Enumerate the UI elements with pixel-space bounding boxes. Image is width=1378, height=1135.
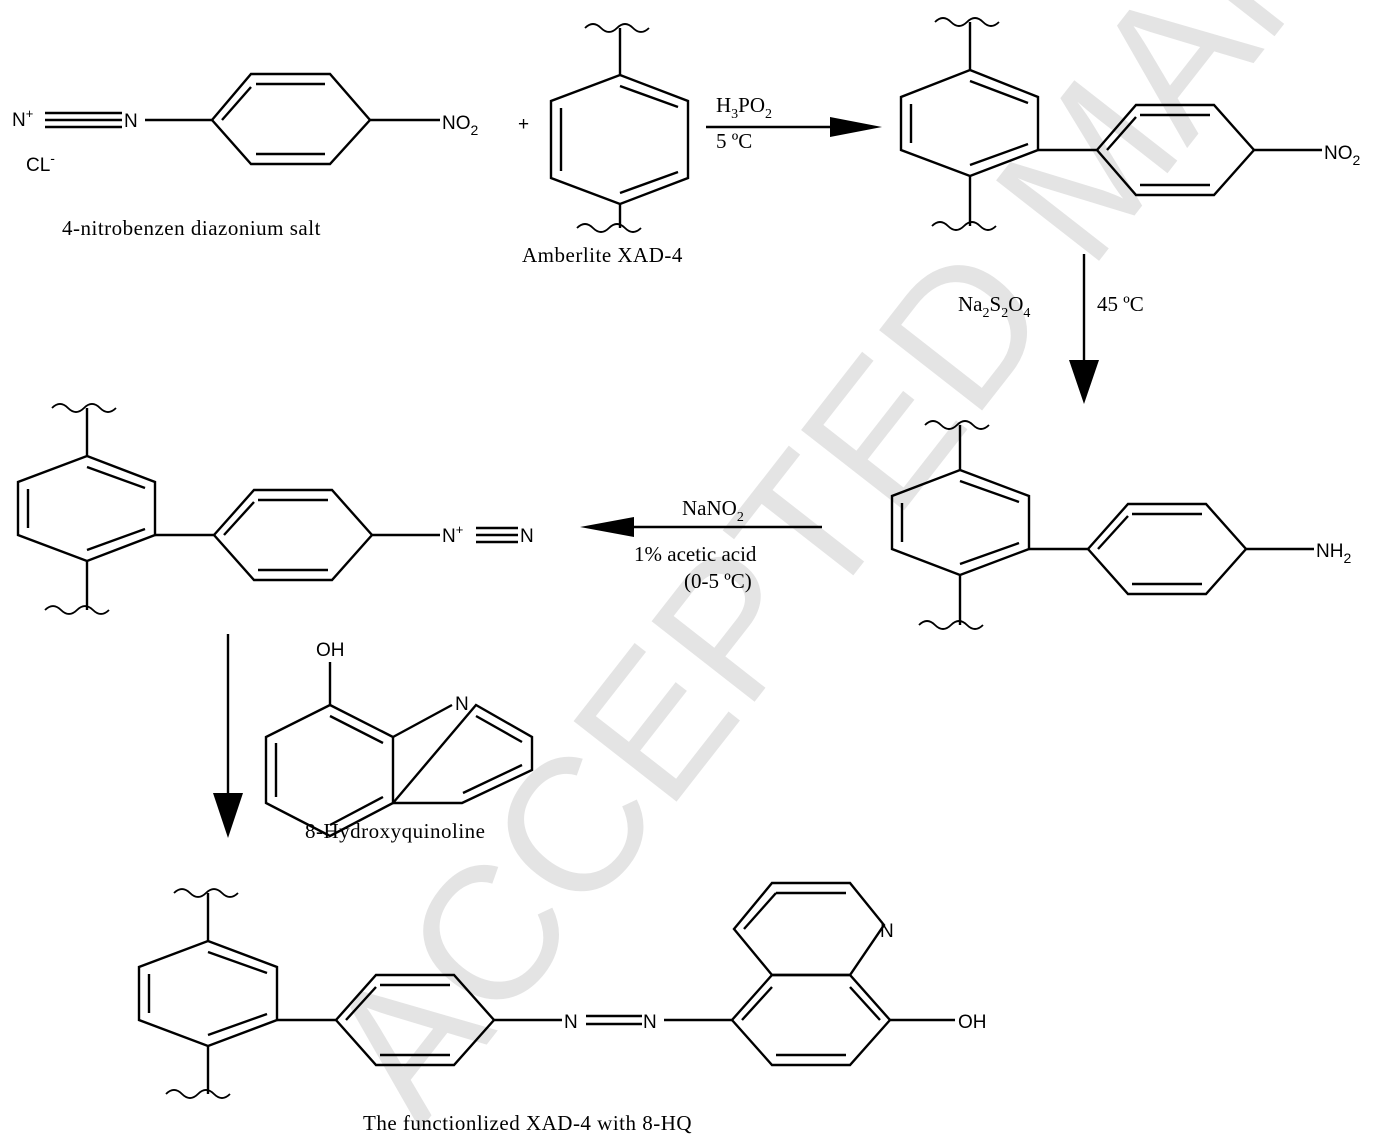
azo-n-right: N bbox=[643, 1012, 657, 1033]
product-hydroxyl: OH bbox=[958, 1012, 987, 1033]
watermark: ACCEPTED MANUSCRIPT bbox=[285, 0, 1378, 1135]
nitro-group: NO2 bbox=[442, 113, 479, 138]
aminophenyl-xad4-structure: NH2 bbox=[890, 420, 1351, 630]
diazonium-n-plus: N+ bbox=[442, 522, 463, 547]
n-atom: N bbox=[124, 111, 138, 132]
step2-arrow: Na2S2O4 45 ºC bbox=[958, 254, 1144, 404]
chloride-ion: CL- bbox=[26, 150, 55, 176]
n-plus-atom: N+ bbox=[12, 106, 33, 131]
step2-temperature: 45 ºC bbox=[1097, 292, 1144, 316]
nitro-group-2: NO2 bbox=[1324, 143, 1361, 168]
diazonium-salt-structure: N+ N CL- NO2 4-nitrobenzen diazonium sal… bbox=[12, 72, 479, 240]
amberlite-name: Amberlite XAD-4 bbox=[522, 243, 683, 267]
step1-reagent: H3PO2 bbox=[716, 93, 772, 122]
diazotized-xad4-structure: N+ N bbox=[16, 403, 534, 615]
step3-arrow: NaNO2 1% acetic acid (0-5 ºC) bbox=[580, 496, 822, 593]
step1-arrow: H3PO2 5 ºC bbox=[706, 93, 882, 153]
step3-temperature: (0-5 ºC) bbox=[684, 569, 752, 593]
step4-arrow bbox=[213, 634, 243, 838]
reaction-plus-sign: + bbox=[518, 114, 529, 135]
diazonium-salt-name: 4-nitrobenzen diazonium salt bbox=[62, 216, 321, 240]
product-structure: N N N OH The functionlized XAD-4 with 8-… bbox=[137, 881, 987, 1135]
hydroxyquinoline-structure: OH N 8-Hydroxyquinoline bbox=[264, 640, 534, 843]
diazonium-n: N bbox=[520, 526, 534, 547]
product-quinoline-n: N bbox=[880, 921, 894, 942]
step2-reagent: Na2S2O4 bbox=[958, 292, 1030, 321]
azo-n-left: N bbox=[564, 1012, 578, 1033]
step3-reagent: NaNO2 bbox=[682, 496, 744, 525]
step3-solvent: 1% acetic acid bbox=[634, 542, 757, 566]
product-name: The functionlized XAD-4 with 8-HQ bbox=[363, 1111, 692, 1135]
nitrophenyl-xad4-structure: NO2 bbox=[899, 17, 1361, 231]
quinoline-n: N bbox=[455, 694, 469, 715]
amino-group: NH2 bbox=[1316, 541, 1351, 566]
amberlite-structure: Amberlite XAD-4 bbox=[522, 23, 690, 267]
hydroxyl-group: OH bbox=[316, 640, 345, 661]
hydroxyquinoline-name: 8-Hydroxyquinoline bbox=[305, 819, 485, 843]
step1-temperature: 5 ºC bbox=[716, 129, 752, 153]
